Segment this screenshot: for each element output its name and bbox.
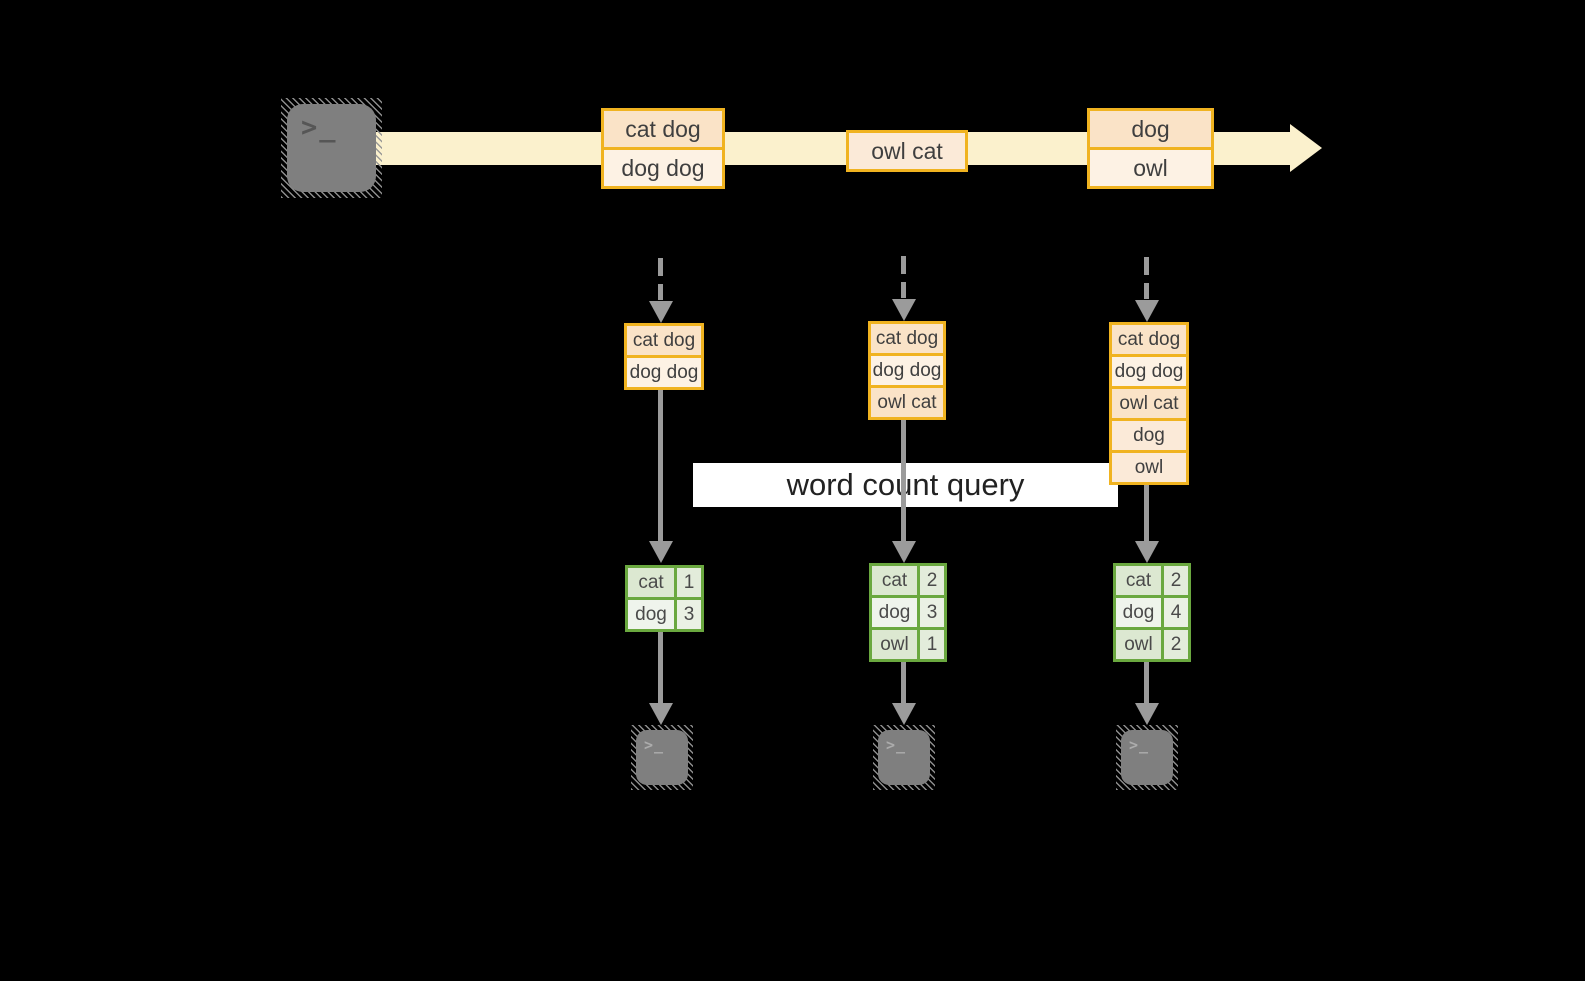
- count-cell: 2: [1164, 630, 1188, 659]
- event-buffer-box-3: cat dog dog dog owl cat dog owl: [1109, 322, 1189, 485]
- terminal-prompt-icon: >_: [886, 736, 907, 754]
- stream-event-box-2: owl cat: [846, 130, 968, 172]
- flow-arrow: [658, 632, 663, 703]
- word-cell: cat: [872, 566, 917, 595]
- buffer-row: dog dog: [1112, 354, 1186, 386]
- flow-arrow: [901, 662, 906, 703]
- count-cell: 3: [677, 600, 701, 629]
- arrowhead-icon: [649, 541, 673, 563]
- event-buffer-box-1: cat dog dog dog: [624, 323, 704, 390]
- word-cell: dog: [872, 598, 917, 627]
- dashed-arrow: [1144, 257, 1149, 275]
- word-count-table-2: cat 2 dog 3 owl 1: [869, 563, 947, 662]
- arrowhead-icon: [892, 703, 916, 725]
- flow-arrow: [1144, 662, 1149, 703]
- terminal-body: >_: [636, 730, 688, 785]
- count-cell: 2: [1164, 566, 1188, 595]
- buffer-row: owl cat: [871, 385, 943, 417]
- count-cell: 1: [677, 568, 701, 597]
- dashed-arrow: [901, 282, 906, 298]
- stream-arrowhead-icon: [1290, 124, 1322, 172]
- dashed-arrow: [658, 258, 663, 276]
- terminal-body: >_: [878, 730, 930, 785]
- word-cell: cat: [628, 568, 674, 597]
- buffer-row: owl cat: [1112, 386, 1186, 418]
- word-count-table-1: cat 1 dog 3: [625, 565, 704, 632]
- stream-event-row: dog dog: [604, 147, 722, 186]
- sink-terminal-icon: >_: [873, 725, 935, 790]
- dashed-arrow: [1144, 283, 1149, 299]
- stream-event-box-3: dog owl: [1087, 108, 1214, 189]
- terminal-prompt-icon: >_: [301, 112, 338, 143]
- stream-event-row: dog: [1090, 111, 1211, 147]
- arrowhead-icon: [892, 541, 916, 563]
- buffer-row: cat dog: [871, 324, 943, 353]
- stream-event-row: cat dog: [604, 111, 722, 147]
- buffer-row: dog: [1112, 418, 1186, 450]
- arrowhead-icon: [1135, 703, 1159, 725]
- terminal-body: >_: [1121, 730, 1173, 785]
- word-count-table-3: cat 2 dog 4 owl 2: [1113, 563, 1191, 662]
- word-cell: dog: [1116, 598, 1161, 627]
- word-cell: owl: [1116, 630, 1161, 659]
- arrowhead-icon: [649, 301, 673, 323]
- arrowhead-icon: [1135, 300, 1159, 322]
- arrowhead-icon: [1135, 541, 1159, 563]
- arrowhead-icon: [892, 299, 916, 321]
- flow-arrow: [901, 420, 906, 541]
- count-cell: 4: [1164, 598, 1188, 627]
- event-buffer-box-2: cat dog dog dog owl cat: [868, 321, 946, 420]
- word-cell: owl: [872, 630, 917, 659]
- terminal-body: >_: [287, 104, 376, 192]
- buffer-row: dog dog: [871, 353, 943, 385]
- sink-terminal-icon: >_: [631, 725, 693, 790]
- word-cell: dog: [628, 600, 674, 629]
- count-cell: 2: [920, 566, 944, 595]
- buffer-row: cat dog: [1112, 325, 1186, 354]
- dashed-arrow: [658, 284, 663, 300]
- flow-arrow: [658, 390, 663, 541]
- stream-event-box-1: cat dog dog dog: [601, 108, 725, 189]
- buffer-row: cat dog: [627, 326, 701, 355]
- source-terminal-icon: >_: [281, 98, 382, 198]
- buffer-row: owl: [1112, 450, 1186, 482]
- dashed-arrow: [901, 256, 906, 274]
- sink-terminal-icon: >_: [1116, 725, 1178, 790]
- terminal-prompt-icon: >_: [644, 736, 665, 754]
- terminal-prompt-icon: >_: [1129, 736, 1150, 754]
- count-cell: 3: [920, 598, 944, 627]
- stream-event-row: owl: [1090, 147, 1211, 186]
- stream-event-row: owl cat: [849, 133, 965, 169]
- flow-arrow: [1144, 485, 1149, 541]
- arrowhead-icon: [649, 703, 673, 725]
- word-cell: cat: [1116, 566, 1161, 595]
- buffer-row: dog dog: [627, 355, 701, 387]
- count-cell: 1: [920, 630, 944, 659]
